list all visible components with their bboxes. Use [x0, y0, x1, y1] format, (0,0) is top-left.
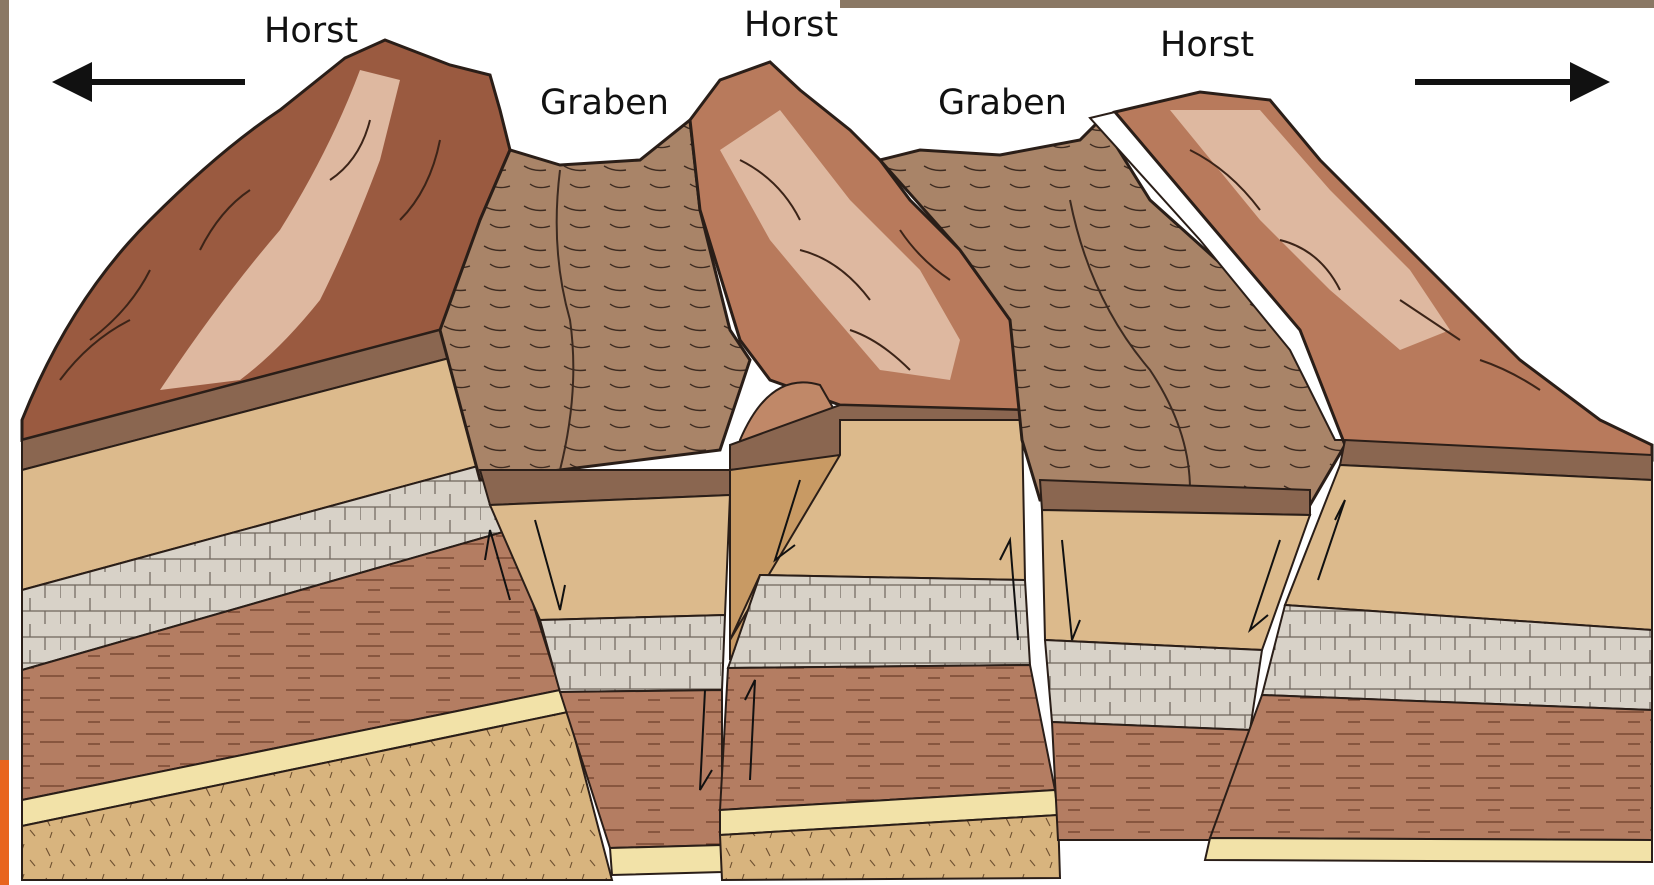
horst-label-right: Horst	[1160, 28, 1254, 63]
graben-label-right: Graben	[938, 86, 1067, 121]
right-sandstone	[1285, 465, 1652, 630]
right-coal-band	[1205, 838, 1652, 862]
horst-label-middle: Horst	[744, 8, 838, 43]
left-graben-limestone	[540, 615, 725, 692]
middle-limestone	[728, 575, 1030, 668]
photo-edge-left	[0, 0, 9, 885]
right-graben-limestone	[1045, 640, 1262, 730]
graben-label-left: Graben	[540, 86, 669, 121]
extension-arrow-left	[52, 62, 245, 102]
extension-arrow-right	[1415, 62, 1610, 102]
right-shale	[1210, 695, 1652, 840]
left-graben-coal	[610, 845, 722, 875]
photo-edge-top	[840, 0, 1654, 8]
right-graben-sandstone	[1042, 510, 1310, 650]
orange-edge-mark	[0, 760, 9, 885]
middle-shale	[720, 665, 1055, 810]
horst-label-left: Horst	[264, 14, 358, 49]
